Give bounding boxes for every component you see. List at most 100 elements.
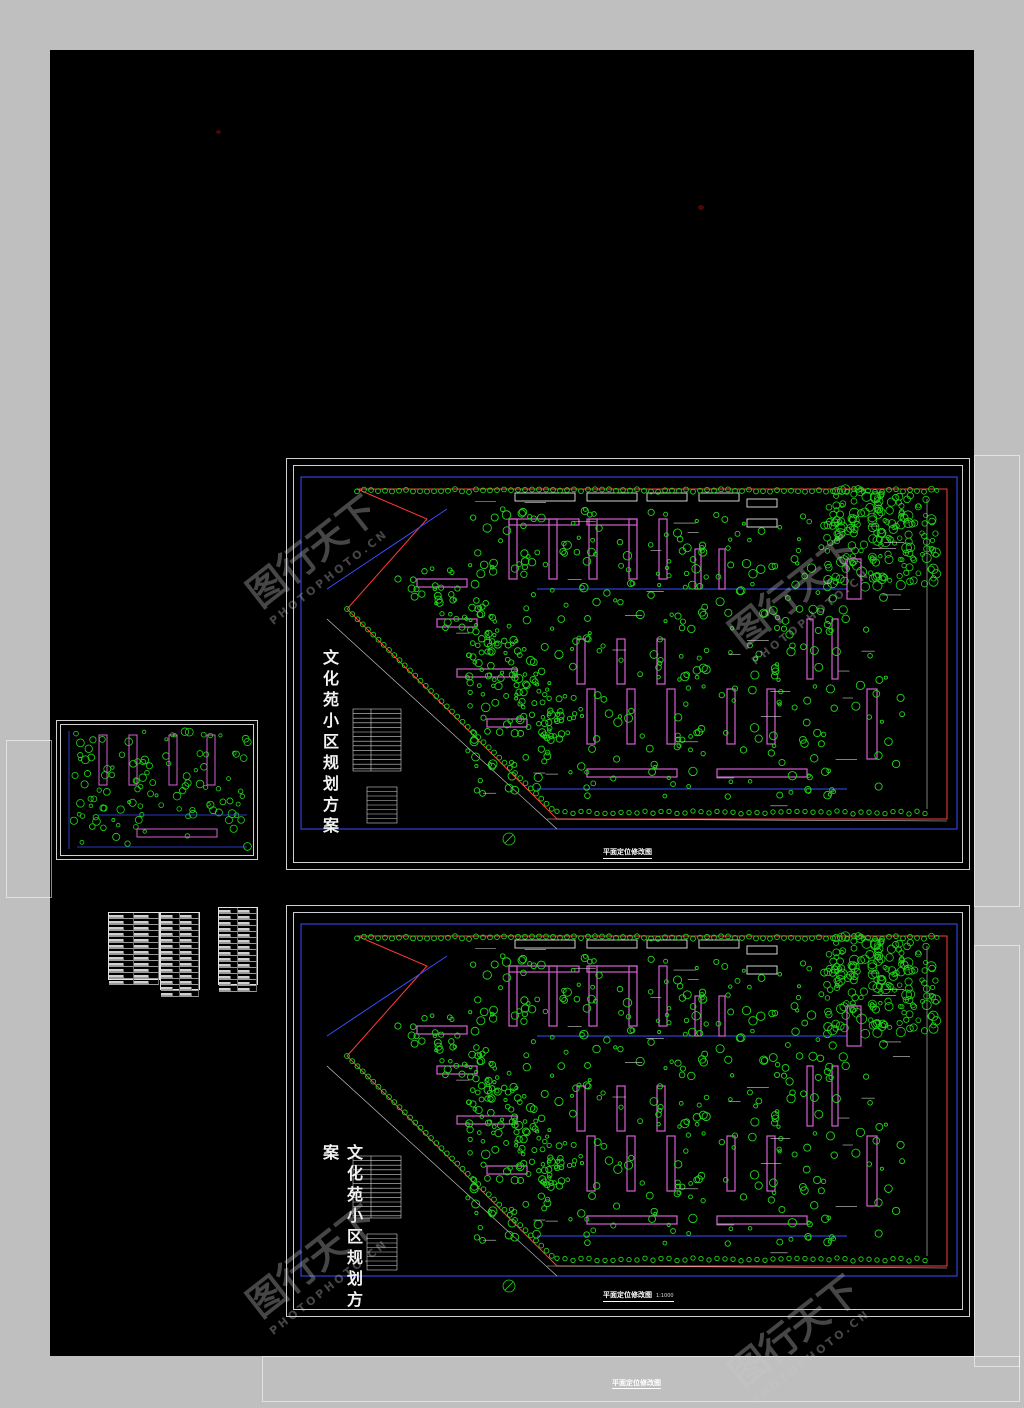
table-cell — [161, 925, 180, 931]
cell-text-mark — [180, 957, 192, 960]
cell-text-mark — [161, 975, 173, 978]
table-cell — [238, 986, 257, 992]
table-cell — [219, 950, 238, 956]
table-cell — [238, 944, 257, 950]
table-cell — [161, 955, 180, 961]
table-cell — [238, 932, 257, 938]
cell-text-mark — [161, 933, 173, 936]
cell-text-mark — [219, 970, 231, 973]
table-cell — [238, 950, 257, 956]
table-cell — [180, 955, 199, 961]
table-cell — [109, 943, 134, 949]
table-cell — [109, 931, 134, 937]
thumbnail-site-plan — [68, 727, 252, 851]
table-cell — [109, 919, 134, 925]
table-cell — [180, 961, 199, 967]
cell-text-mark — [238, 910, 250, 913]
table-cell — [161, 991, 180, 997]
cell-text-mark — [219, 982, 231, 985]
table-cell — [161, 937, 180, 943]
cell-text-mark — [219, 916, 231, 919]
table-cell — [134, 925, 159, 931]
table-cell — [134, 955, 159, 961]
cell-text-mark — [219, 928, 231, 931]
ghost-frame — [262, 1356, 1020, 1402]
cell-text-mark — [134, 957, 150, 960]
table-cell — [109, 937, 134, 943]
table-cell — [109, 949, 134, 955]
cell-text-mark — [238, 982, 250, 985]
table-cell — [219, 938, 238, 944]
cell-text-mark — [161, 939, 173, 942]
table-cell — [161, 913, 180, 919]
cell-text-mark — [238, 946, 250, 949]
table-cell — [161, 979, 180, 985]
cell-text-mark — [134, 933, 150, 936]
cell-text-mark — [180, 933, 192, 936]
table-cell — [238, 980, 257, 986]
table-cell — [109, 979, 134, 985]
cell-text-mark — [180, 987, 192, 990]
table-cell — [109, 973, 134, 979]
cell-text-mark — [180, 993, 192, 996]
ghost-frame — [974, 945, 1020, 1367]
cell-text-mark — [134, 975, 150, 978]
cell-text-mark — [238, 988, 250, 991]
table-cell — [180, 937, 199, 943]
cell-text-mark — [238, 940, 250, 943]
table-cell — [180, 931, 199, 937]
legend-table-1 — [108, 912, 160, 985]
table-cell — [219, 962, 238, 968]
cell-text-mark — [161, 927, 173, 930]
cell-text-mark — [219, 922, 231, 925]
plan-title: 文化苑小区规划方案 — [320, 649, 339, 838]
table-cell — [161, 985, 180, 991]
table-cell — [134, 973, 159, 979]
cell-text-mark — [161, 957, 173, 960]
table-cell — [161, 973, 180, 979]
table-cell — [161, 967, 180, 973]
cell-text-mark — [219, 958, 231, 961]
table-cell — [161, 931, 180, 937]
table-cell — [238, 938, 257, 944]
cell-text-mark — [180, 963, 192, 966]
cell-text-mark — [219, 988, 231, 991]
ghost-frame — [6, 740, 52, 898]
ghost-caption: 平面定位修改图 — [612, 1379, 661, 1389]
table-cell — [238, 974, 257, 980]
plan-title: 文化苑小区规划方案 — [320, 1144, 363, 1312]
cell-text-mark — [238, 922, 250, 925]
legend-table-3 — [218, 907, 258, 992]
cell-text-mark — [161, 945, 173, 948]
cell-text-mark — [238, 934, 250, 937]
table-cell — [161, 949, 180, 955]
table-cell — [180, 913, 199, 919]
speck — [698, 205, 704, 210]
cell-text-mark — [180, 981, 192, 984]
table-cell — [219, 914, 238, 920]
plan-caption: 平面定位修改图 — [603, 847, 652, 859]
plan-sheet-top: 文化苑小区规划方案 平面定位修改图 — [286, 458, 970, 870]
table-cell — [180, 979, 199, 985]
cell-text-mark — [180, 927, 192, 930]
table-cell — [161, 919, 180, 925]
cell-text-mark — [238, 916, 250, 919]
cell-text-mark — [109, 945, 125, 948]
cell-text-mark — [180, 975, 192, 978]
table-cell — [180, 919, 199, 925]
speck — [216, 130, 221, 134]
cell-text-mark — [161, 915, 173, 918]
table-cell — [219, 956, 238, 962]
cell-text-mark — [109, 915, 125, 918]
cell-text-mark — [134, 945, 150, 948]
cell-text-mark — [109, 981, 125, 984]
cell-text-mark — [180, 939, 192, 942]
table-cell — [180, 985, 199, 991]
cell-text-mark — [219, 964, 231, 967]
cell-text-mark — [180, 969, 192, 972]
site-plan-bottom — [300, 923, 958, 1293]
table-cell — [134, 913, 159, 919]
cell-text-mark — [134, 921, 150, 924]
